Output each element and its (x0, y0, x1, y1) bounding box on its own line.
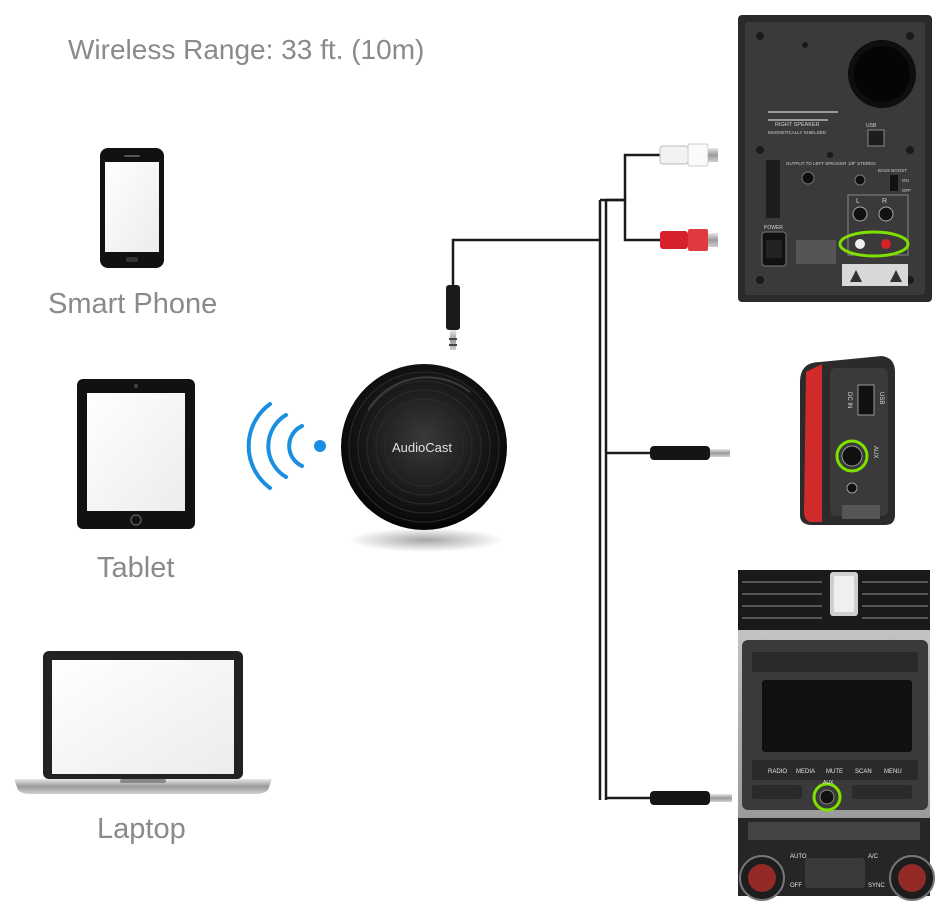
tablet-label: Tablet (97, 552, 175, 584)
audio-cables (451, 153, 660, 800)
car-menu-button: MENU (884, 769, 902, 775)
receiver-brand-label: AudioCast (392, 440, 452, 455)
speaker-output-label: OUTPUT TO LEFT SPEAKER (786, 161, 847, 166)
speaker-on-label: ON (902, 178, 909, 183)
speaker-bass-label: BASS BOOST (878, 168, 907, 173)
smartphone-icon (100, 148, 164, 268)
radio-dc-label: DC IN (846, 392, 852, 408)
car-mute-button: MUTE (826, 769, 843, 775)
radio-usb-label: USB (878, 392, 884, 404)
speaker-power-label: POWER (764, 225, 783, 231)
rca-red-plug (660, 229, 718, 251)
receiver-aux-plug (446, 285, 460, 350)
tablet-icon (77, 379, 195, 529)
audiocast-receiver-icon (341, 364, 507, 552)
speaker-back-panel (738, 15, 932, 302)
rca-white-plug (659, 143, 718, 167)
portable-radio (800, 356, 895, 525)
car-radio-button: RADIO (768, 769, 787, 775)
speaker-title: RIGHT SPEAKER (775, 122, 820, 128)
speaker-stereo-label: 1/8" STEREO (848, 161, 876, 166)
speaker-subtitle: MAGNETICALLY SHIELDED (768, 130, 827, 135)
speaker-right-label: R (882, 198, 887, 205)
car-media-button: MEDIA (796, 769, 815, 775)
car-scan-button: SCAN (855, 769, 872, 775)
car-auto-label: AUTO (790, 854, 807, 860)
speaker-off-label: OFF (902, 188, 911, 193)
radio-aux-plug (650, 446, 730, 460)
wifi-signal-icon (246, 402, 326, 490)
car-aux-plug (650, 791, 732, 805)
car-ac-label: A/C (868, 854, 879, 860)
radio-aux-label: AUX (872, 446, 878, 458)
speaker-usb-label: USB (866, 123, 877, 129)
car-sync-label: SYNC (868, 883, 885, 889)
laptop-icon (14, 651, 272, 794)
laptop-label: Laptop (97, 813, 186, 845)
car-dashboard (738, 570, 935, 901)
car-aux-label: AUX (823, 780, 834, 786)
speaker-left-label: L (856, 198, 860, 205)
car-off-label: OFF (790, 883, 802, 889)
wireless-range-label: Wireless Range: 33 ft. (10m) (68, 34, 425, 65)
smartphone-label: Smart Phone (48, 288, 218, 320)
